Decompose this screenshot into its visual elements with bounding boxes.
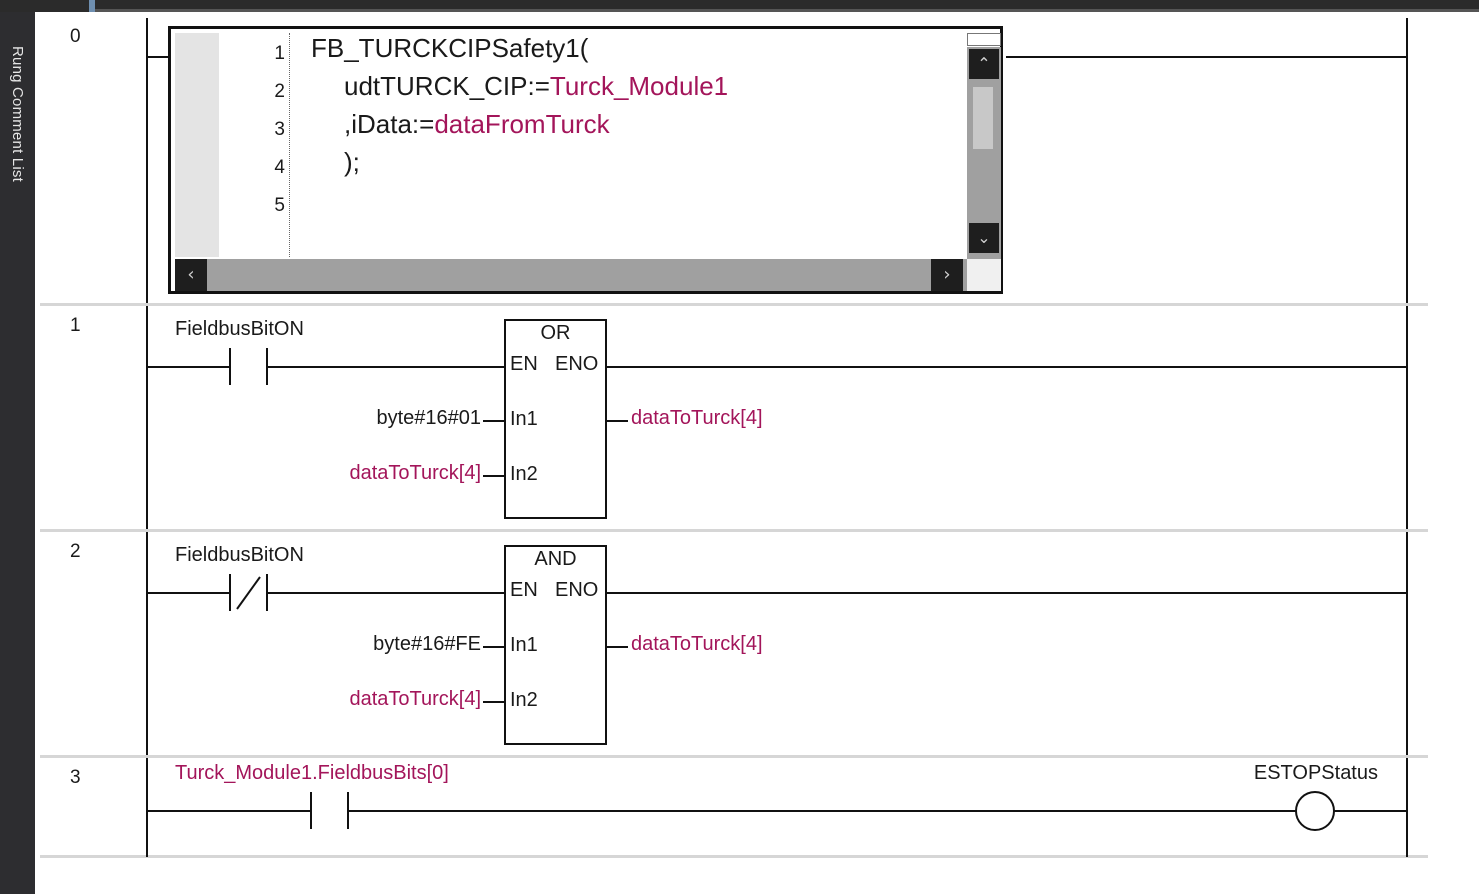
code-line-4[interactable]: );	[344, 147, 360, 178]
and-function-block	[504, 545, 607, 745]
rung-number-3[interactable]: 3	[70, 767, 81, 788]
rung-number-0[interactable]: 0	[70, 26, 81, 47]
eno-pin-label: ENO	[555, 579, 599, 601]
rung-divider	[40, 303, 1428, 306]
chevron-right-icon: ›	[943, 264, 951, 285]
line-number: 2	[274, 81, 285, 102]
function-block-name: OR	[540, 322, 571, 344]
output-operand-variable[interactable]: dataToTurck[4]	[631, 407, 763, 429]
output-operand-variable[interactable]: dataToTurck[4]	[631, 633, 763, 655]
rung-number-2[interactable]: 2	[70, 541, 81, 562]
code-line-1[interactable]: FB_TURCKCIPSafety1(	[311, 33, 588, 64]
line-number: 3	[274, 119, 285, 140]
code-line-2[interactable]: udtTURCK_CIP:=Turck_Module1	[344, 71, 728, 102]
rung-number-1[interactable]: 1	[70, 315, 81, 336]
rung-divider	[40, 855, 1428, 858]
function-block-name: AND	[534, 548, 577, 570]
scroll-up-button[interactable]: ⌃	[969, 49, 999, 79]
tab-strip-line	[95, 9, 1479, 12]
in1-operand[interactable]: byte#16#FE	[373, 633, 481, 655]
chevron-down-icon: ⌄	[977, 228, 991, 247]
contact-variable-label[interactable]: Turck_Module1.FieldbusBits[0]	[175, 762, 449, 784]
chevron-up-icon: ⌃	[977, 54, 991, 73]
st-inline-editor[interactable]: 1 2 3 4 5 FB_TURCKCIPSafety1( udtTURCK_C…	[168, 26, 1003, 294]
en-pin-label: EN	[510, 353, 538, 375]
en-pin-label: EN	[510, 579, 538, 601]
param-name: ,iData:=	[344, 109, 435, 139]
fb-instance-call[interactable]: FB_TURCKCIPSafety1(	[311, 33, 589, 63]
param-name: udtTURCK_CIP:=	[344, 71, 550, 101]
rung-comment-sidebar[interactable]: Rung Comment List	[0, 12, 35, 894]
or-function-block	[504, 319, 607, 519]
in1-operand[interactable]: byte#16#01	[376, 407, 481, 429]
scrollbar-corner	[967, 259, 1001, 291]
in2-operand-variable[interactable]: dataToTurck[4]	[349, 462, 481, 484]
scroll-down-button[interactable]: ⌄	[969, 223, 999, 253]
editor-gutter	[175, 33, 219, 257]
code-line-3[interactable]: ,iData:=dataFromTurck	[344, 109, 610, 140]
vertical-scroll-thumb[interactable]	[973, 87, 993, 149]
eno-pin-label: ENO	[555, 353, 599, 375]
line-number: 5	[274, 195, 285, 216]
horizontal-scrollbar[interactable]	[175, 259, 967, 291]
param-value-variable[interactable]: Turck_Module1	[549, 71, 729, 101]
scroll-left-button[interactable]: ‹	[175, 259, 207, 291]
chevron-left-icon: ‹	[187, 264, 195, 285]
estop-coil	[1295, 791, 1335, 831]
top-tab-bar	[0, 0, 1479, 12]
contact-variable-label[interactable]: FieldbusBitON	[175, 318, 304, 340]
nc-contact-slash	[236, 576, 261, 610]
line-number: 1	[274, 43, 285, 64]
in2-pin-label: In2	[510, 689, 538, 711]
in1-pin-label: In1	[510, 408, 538, 430]
in1-pin-label: In1	[510, 634, 538, 656]
scrollbar-top-cap	[967, 33, 1001, 46]
in2-operand-variable[interactable]: dataToTurck[4]	[349, 688, 481, 710]
rung-divider	[40, 755, 1428, 758]
param-value-variable[interactable]: dataFromTurck	[434, 109, 610, 139]
contact-variable-label[interactable]: FieldbusBitON	[175, 544, 304, 566]
line-number: 4	[274, 157, 285, 178]
rung-divider	[40, 529, 1428, 532]
line-number-column: 1 2 3 4 5	[227, 33, 290, 257]
closing-paren: );	[344, 147, 360, 177]
active-tab-indicator[interactable]	[89, 0, 95, 12]
rung-comment-list-label[interactable]: Rung Comment List	[9, 46, 26, 182]
in2-pin-label: In2	[510, 463, 538, 485]
coil-variable-label[interactable]: ESTOPStatus	[1253, 762, 1378, 784]
scroll-right-button[interactable]: ›	[931, 259, 963, 291]
